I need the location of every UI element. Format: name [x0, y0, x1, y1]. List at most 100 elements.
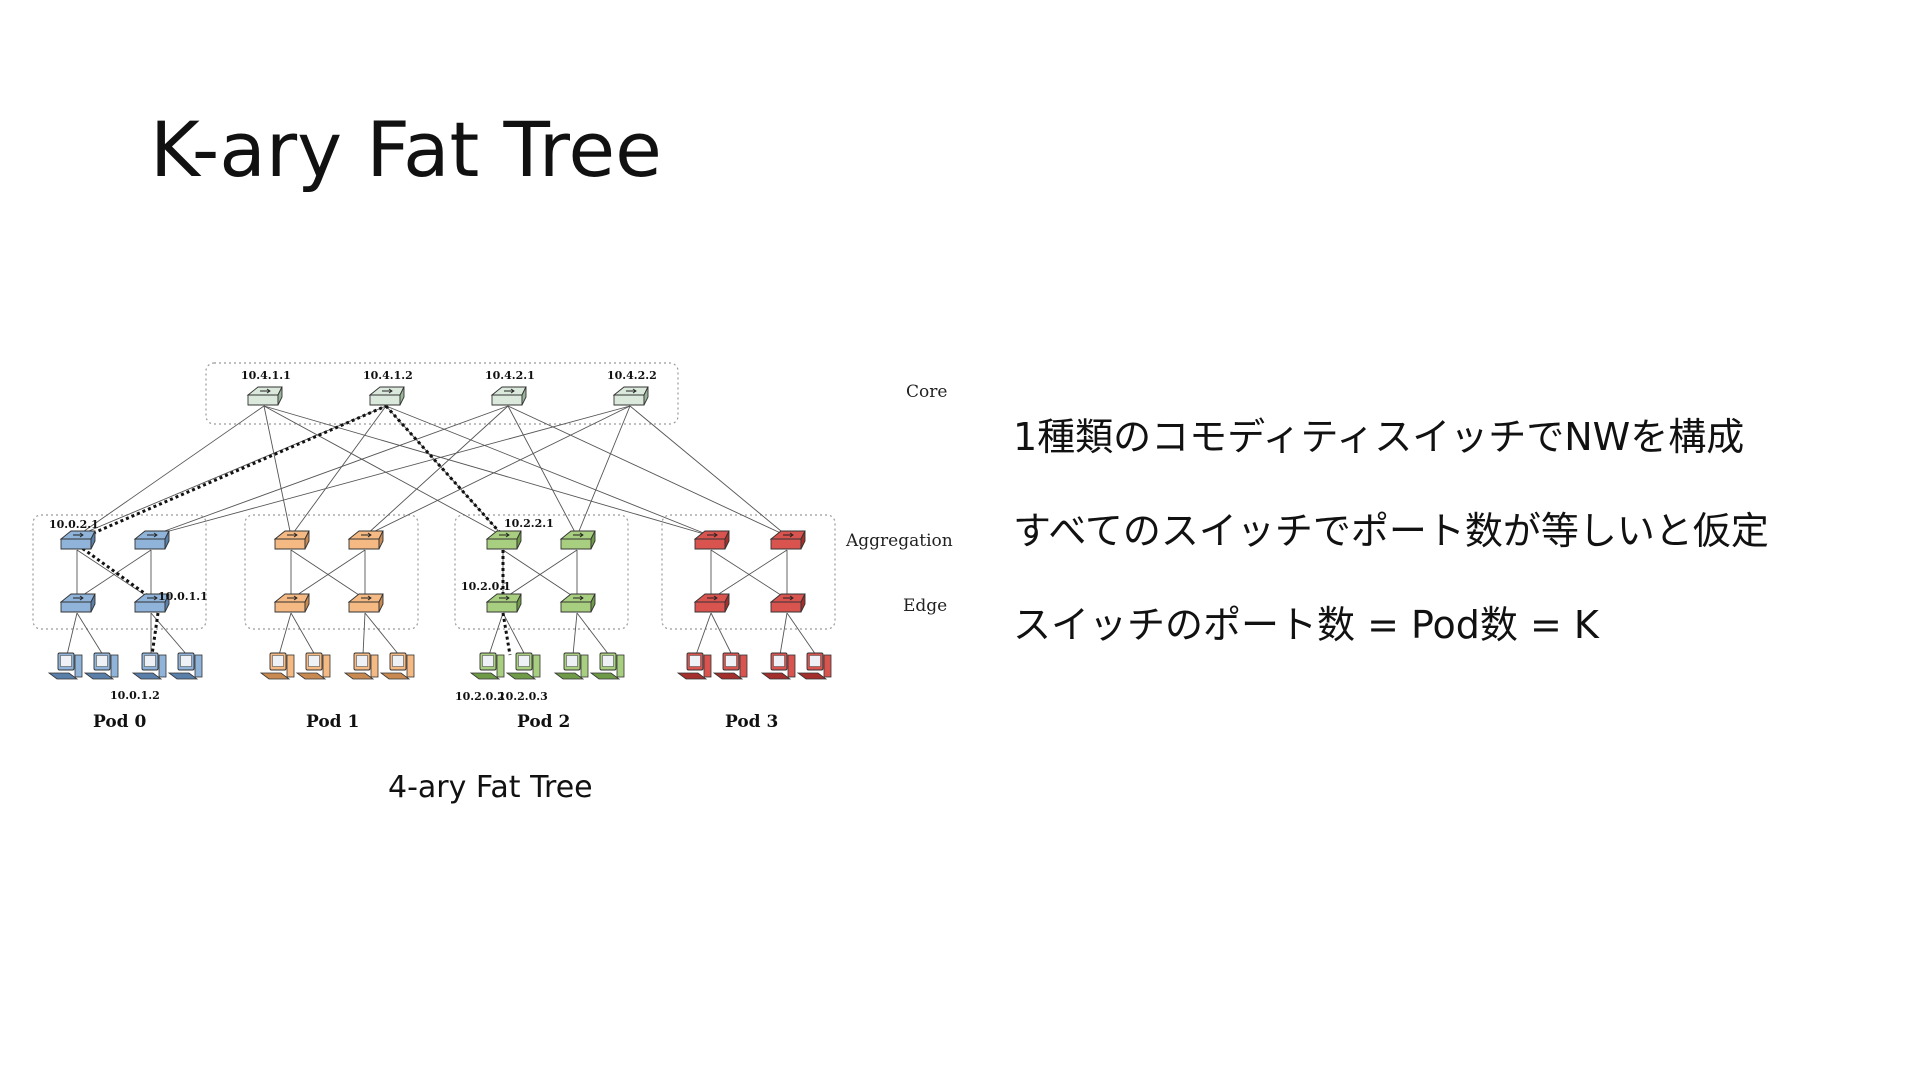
monitor-screen: [96, 655, 108, 667]
keyboard: [343, 672, 375, 680]
monitor-screen: [144, 655, 156, 667]
address-label-pod2-host-a: 10.2.0.2: [455, 690, 505, 703]
monitor-screen: [308, 655, 320, 667]
switch-arrow-icon: [287, 532, 298, 538]
keyboard: [83, 672, 115, 680]
core-switch-label: 10.4.2.2: [607, 369, 657, 382]
keyboard: [379, 672, 411, 680]
tower: [286, 654, 295, 678]
network-link: [385, 405, 712, 537]
monitor-screen: [272, 655, 284, 667]
pod-group-box: [661, 514, 836, 630]
switch-front: [274, 601, 306, 613]
switch-side: [277, 386, 283, 406]
edge-switch-icon: [559, 593, 596, 613]
switch-front: [60, 538, 92, 550]
address-label-pod0-agg: 10.0.2.1: [49, 518, 99, 531]
switch-front: [560, 601, 592, 613]
switch-front: [491, 394, 523, 406]
pod-label: Pod 1: [306, 712, 359, 732]
aggregation-switch-icon: [347, 530, 384, 550]
switch-front: [247, 394, 279, 406]
network-link: [150, 405, 509, 537]
keyboard: [167, 672, 199, 680]
address-label-pod2-agg: 10.2.2.1: [504, 517, 554, 530]
network-link: [576, 405, 631, 537]
switch-side: [164, 530, 170, 550]
address-label-pod2-edge: 10.2.0.1: [461, 580, 511, 593]
keyboard: [589, 672, 621, 680]
network-link: [290, 549, 366, 600]
network-link: [629, 405, 788, 537]
tower: [158, 654, 167, 678]
host-computer-icon: [505, 652, 541, 680]
tower: [703, 654, 712, 678]
bullet-list: 1種類のコモディティスイッチでNWを構成 すべてのスイッチでポート数が等しいと仮…: [1013, 412, 1893, 694]
switch-arrow-icon: [573, 532, 584, 538]
network-link: [779, 612, 788, 656]
switch-front: [348, 601, 380, 613]
keyboard: [47, 672, 79, 680]
switch-front: [613, 394, 645, 406]
monitor-screen: [725, 655, 737, 667]
host-computer-icon: [131, 652, 167, 680]
tower: [194, 654, 203, 678]
switch-side: [164, 593, 170, 613]
switch-side: [521, 386, 527, 406]
switch-front: [348, 538, 380, 550]
address-label-pod2-host-b: 10.2.0.3: [498, 690, 548, 703]
switch-side: [378, 593, 384, 613]
core-switch-icon: [246, 386, 283, 406]
tower: [787, 654, 796, 678]
edge-switch-icon: [769, 593, 806, 613]
diagram-caption: 4-ary Fat Tree: [388, 770, 593, 805]
network-link: [263, 405, 504, 537]
switch-front: [134, 538, 166, 550]
network-link: [278, 612, 292, 656]
switch-arrow-icon: [382, 388, 393, 394]
network-link: [572, 612, 578, 656]
network-link: [695, 612, 712, 656]
monitor-screen: [60, 655, 72, 667]
aggregation-switch-icon: [133, 530, 170, 550]
switch-arrow-icon: [573, 595, 584, 601]
switch-arrow-icon: [260, 388, 271, 394]
switch-front: [486, 538, 518, 550]
bullet-text: 1種類のコモディティスイッチでNWを構成: [1013, 415, 1745, 459]
tower: [580, 654, 589, 678]
switch-side: [643, 386, 649, 406]
dashed-route-link: [384, 404, 505, 538]
core-switch-icon: [612, 386, 649, 406]
switch-front: [694, 538, 726, 550]
aggregation-switch-icon: [273, 530, 310, 550]
host-computer-icon: [760, 652, 796, 680]
switch-side: [516, 530, 522, 550]
keyboard: [295, 672, 327, 680]
switch-arrow-icon: [73, 595, 84, 601]
network-link: [576, 612, 610, 656]
host-computer-icon: [295, 652, 331, 680]
edge-switch-icon: [693, 593, 730, 613]
host-computer-icon: [343, 652, 379, 680]
aggregation-switch-icon: [485, 530, 522, 550]
switch-arrow-icon: [361, 595, 372, 601]
host-computer-icon: [167, 652, 203, 680]
network-link: [364, 405, 631, 537]
switch-front: [369, 394, 401, 406]
network-link: [290, 405, 387, 537]
switch-side: [724, 530, 730, 550]
tower: [616, 654, 625, 678]
switch-side: [90, 530, 96, 550]
bullet-text: すべてのスイッチでポート数が等しいと仮定: [1013, 509, 1769, 553]
network-link: [263, 405, 292, 537]
switch-front: [274, 538, 306, 550]
host-computer-icon: [379, 652, 415, 680]
switch-front: [134, 601, 166, 613]
switch-side: [590, 530, 596, 550]
network-link: [76, 612, 104, 656]
keyboard: [712, 672, 744, 680]
slide-title: K-ary Fat Tree: [150, 105, 662, 194]
edge-switch-icon: [485, 593, 522, 613]
core-switch-label: 10.4.2.1: [485, 369, 535, 382]
